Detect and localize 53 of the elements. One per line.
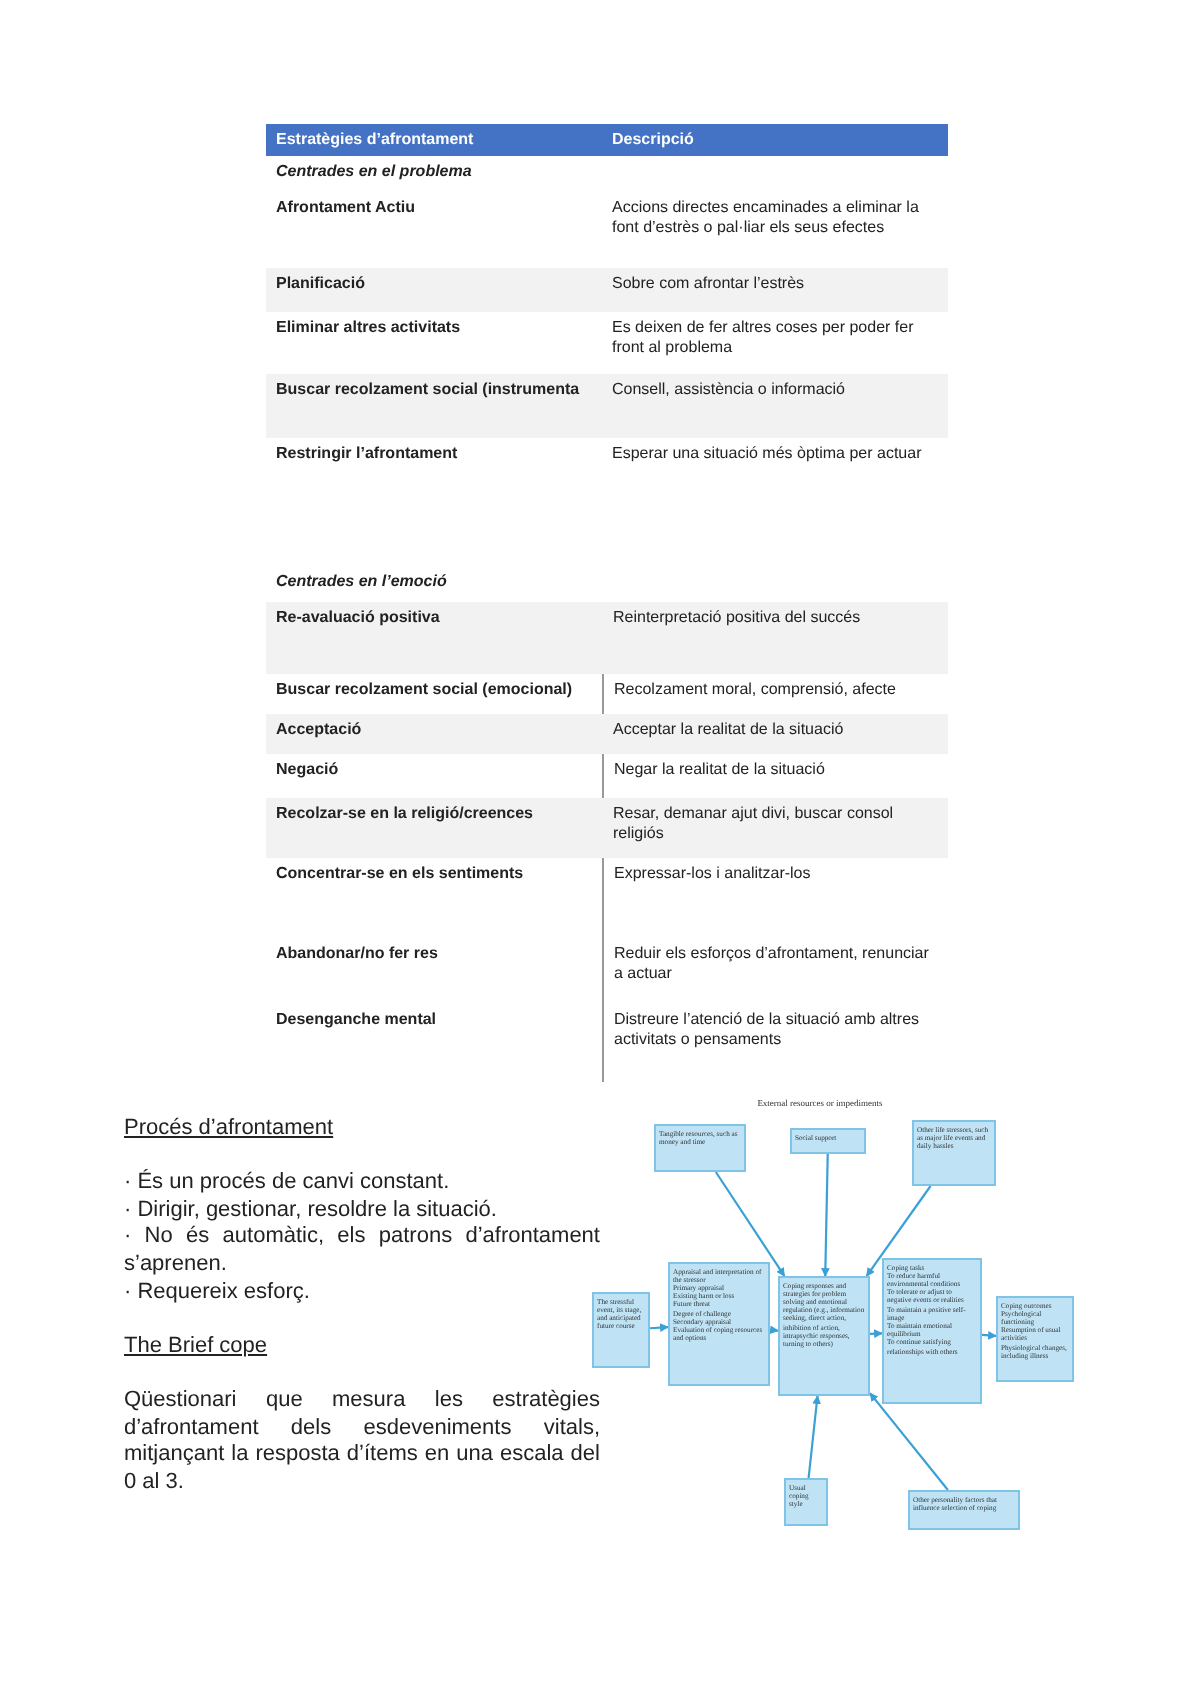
table-cell: Accions directes encaminades a eliminar la font d’estrès o pal·liar els seus efectes <box>602 192 948 268</box>
table-cell: Acceptació <box>266 714 603 754</box>
table-cell: Reinterpretació positiva del succés <box>603 602 948 674</box>
bullet-item: · Dirigir, gestionar, resoldre la situació. <box>124 1198 499 1225</box>
arrow <box>649 1323 669 1332</box>
arrow <box>865 1185 932 1277</box>
process-box <box>778 1276 870 1396</box>
table-cell: Distreure l’atenció de la situació amb altres activitats o pensaments <box>603 1004 948 1082</box>
table-cell: Negació <box>266 754 603 798</box>
table-cell: Buscar recolzament social (emocional) <box>266 674 603 714</box>
bullet-item: · No és automàtic, els patrons d’afrontament s’aprenen. <box>124 1224 600 1278</box>
table-cell: Esperar una situació més òptima per actuar <box>602 438 948 500</box>
arrow <box>869 1329 883 1339</box>
process-box <box>996 1296 1074 1382</box>
table-cell: Acceptar la realitat de la situació <box>603 714 948 754</box>
arrow <box>769 1325 779 1335</box>
table-cell: Planificació <box>266 268 602 312</box>
arrow <box>821 1153 830 1277</box>
table-cell: Re-avaluació positiva <box>266 602 603 674</box>
table-cell: Es deixen de fer altres coses per poder fer front al problema <box>602 312 948 374</box>
column-header: Descripció <box>602 124 948 156</box>
table-cell: Eliminar altres activitats <box>266 312 602 374</box>
table-cell: Consell, assistència o informació <box>602 374 948 438</box>
table-cell: Restringir l’afrontament <box>266 438 602 500</box>
table-cell: Recolzar-se en la religió/creences <box>266 798 603 858</box>
table-cell: Resar, demanar ajut divi, buscar consol religiós <box>603 798 948 858</box>
arrow <box>807 1395 821 1479</box>
column-header: Estratègies d’afrontament <box>266 124 602 156</box>
process-box <box>908 1490 1020 1530</box>
process-box <box>790 1128 866 1154</box>
table-cell: Desenganche mental <box>266 1004 603 1082</box>
table-cell: Expressar-los i analitzar-los <box>603 858 948 938</box>
arrow <box>981 1330 997 1340</box>
process-box <box>654 1124 746 1172</box>
table-cell: Concentrar-se en els sentiments <box>266 858 603 938</box>
table-cell: Sobre com afrontar l’estrès <box>602 268 948 312</box>
paragraph: Qüestionari que mesura les estratègies d’afrontament dels esdeveniments vitals, mitjançant la resposta d’ítems en una escala del 0 al 3. <box>124 1388 600 1496</box>
table-cell: Abandonar/no fer res <box>266 938 603 1004</box>
process-box <box>592 1292 650 1368</box>
section-heading: The Brief cope <box>124 1334 270 1361</box>
arrow <box>714 1171 786 1277</box>
section-heading: Procés d’afrontament <box>124 1116 336 1143</box>
process-box <box>668 1262 770 1386</box>
section-heading: Centrades en el problema <box>266 156 948 192</box>
section-heading: Centrades en l’emoció <box>266 566 948 602</box>
process-box <box>784 1478 828 1526</box>
process-box <box>912 1120 996 1186</box>
arrow <box>869 1392 949 1491</box>
table-cell: Buscar recolzament social (instrumenta <box>266 374 602 438</box>
bullet-item: · És un procés de canvi constant. <box>124 1170 452 1197</box>
table-cell: Afrontament Actiu <box>266 192 602 268</box>
process-box <box>882 1258 982 1404</box>
table-cell: Reduir els esforços d’afrontament, renunciar a actuar <box>603 938 948 1004</box>
